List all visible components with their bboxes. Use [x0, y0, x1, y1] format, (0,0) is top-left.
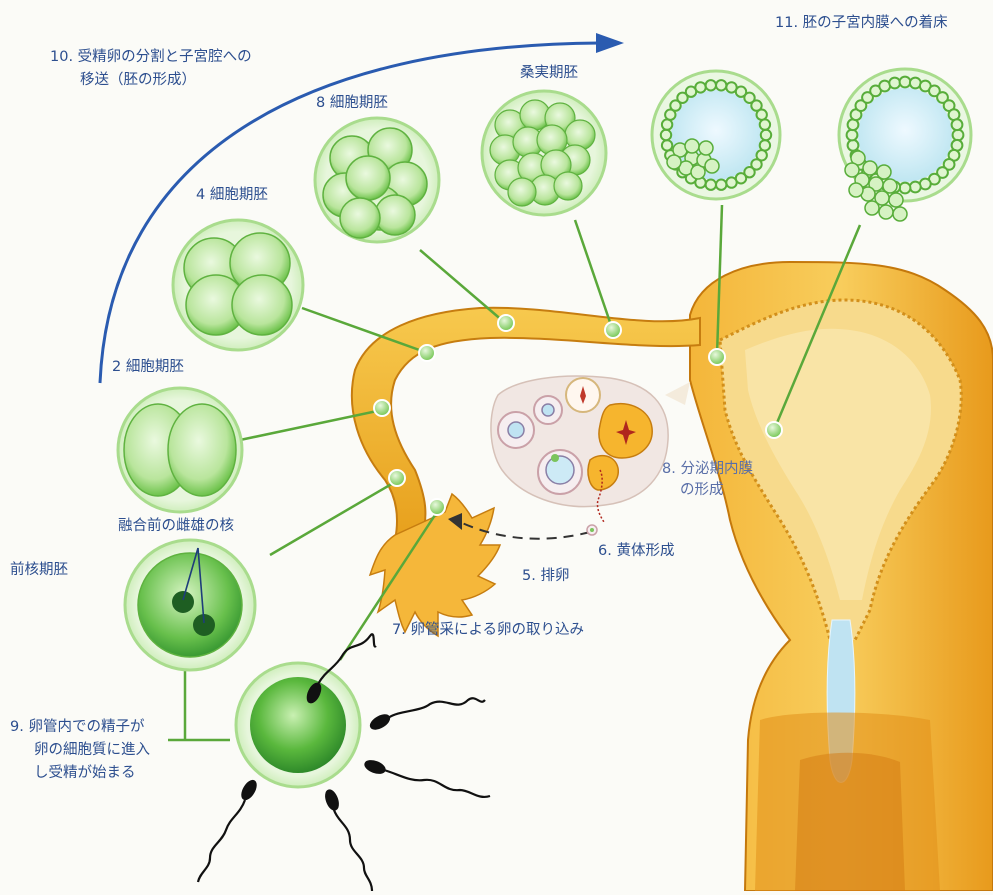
step6-label: 6. 黄体形成: [598, 541, 674, 562]
step8-label-line1: 8. 分泌期内膜: [662, 459, 753, 480]
blastocyst-implanting: [839, 69, 971, 221]
four-cell-embryo: [173, 220, 303, 350]
blastocyst-early: [652, 71, 780, 199]
uterus: [690, 262, 993, 891]
pronuclei-label: 融合前の雌雄の核: [118, 516, 234, 537]
two-cell-embryo: [118, 388, 242, 512]
pronuclear-embryo: [125, 540, 255, 670]
step7-label: 7. 卵管采による卵の取り込み: [392, 620, 584, 641]
eight-cell-label: 8 細胞期胚: [316, 93, 388, 114]
step10-label-line2: 移送（胚の形成）: [80, 70, 196, 91]
step9-label-line2: 卵の細胞質に進入: [34, 740, 150, 761]
step10-label-line1: 10. 受精卵の分割と子宮腔への: [50, 47, 252, 68]
step11-label: 11. 胚の子宮内膜への着床: [775, 13, 948, 34]
step5-label: 5. 排卵: [522, 566, 569, 587]
two-cell-label: 2 細胞期胚: [112, 357, 184, 378]
ovary: [491, 376, 690, 522]
step8-label-line2: の形成: [680, 480, 724, 501]
morula-label: 桑実期胚: [520, 63, 578, 84]
pronuclear-embryo-label: 前核期胚: [10, 560, 68, 581]
eight-cell-embryo: [315, 118, 439, 242]
fertilization-egg: [236, 663, 360, 787]
step9-label-line1: 9. 卵管内での精子が: [10, 717, 144, 738]
morula-embryo: [482, 91, 606, 215]
four-cell-label: 4 細胞期胚: [196, 185, 268, 206]
step9-label-line3: し受精が始まる: [34, 763, 136, 784]
